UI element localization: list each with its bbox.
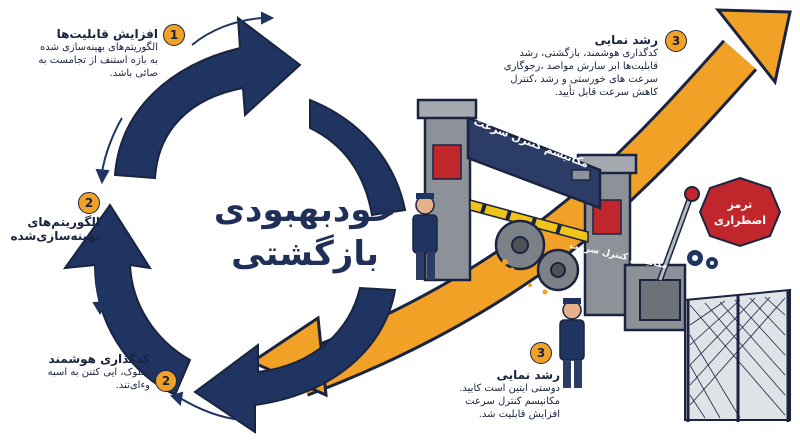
step-2: الگوریتم‌های بهینه‌سازی‌شده [0,215,100,243]
camera-icon [571,169,591,181]
step-badge-3b: 3 [530,342,552,364]
step-3-body-1: کدگذاری هوشمند، بازگشتی، رشد [519,48,658,59]
control-box [623,186,700,332]
step-badge-2: 2 [78,192,100,214]
thin-cycle-arrows [92,11,275,421]
fence [684,288,791,422]
step-3b-title: رشد نمایی [496,368,560,382]
guard-left [412,193,438,280]
step-2b-body-1: احلوک، ایی کتنن به اسبه [47,367,150,378]
step-3-body-3: سرعت های خورستی و رشد ،کنترل [510,74,658,85]
step-3b-body-3: افزایش قابلیت شد. [478,409,560,420]
step-3-body-4: کاهش سرعت قابل تأیید. [554,87,658,98]
lever-knob [684,186,700,202]
step-1-body-3: صائی باشد. [109,68,158,79]
center-title-line2: بازگشتی [231,234,379,274]
step-2b-body-2: و‌ءا‌ی‌تند. [115,380,150,391]
step-3b: رشد نمایی دوستی ایتین است کایید. مکانیسم… [420,368,560,421]
step-2b-title: کدگذاری هوشمند [48,352,150,366]
speed-control-gate [416,98,638,317]
step-1: افزایش قابلیت‌ها الگوریتم‌های بهینه‌سازی… [10,27,158,80]
step-3-title: رشد نمایی [594,33,658,47]
step-3: رشد نمایی کدگذاری هوشمند، بازگشتی، رشد ق… [488,33,658,99]
step-1-body-2: به بازه استنف از تجامست به [38,55,158,66]
emergency-brake-badge [698,176,782,248]
step-2-title-2: بهینه‌سازی‌شده [10,229,100,243]
center-title-line1: خودبهبودی [213,190,397,230]
step-3-body-2: قابلیت‌ها ابر سارش مواصد ،رجوگاری [503,61,658,72]
step-badge-1: 1 [163,24,185,46]
step-1-title: افزایش قابلیت‌ها [56,27,158,41]
emergency-brake-label-2: اضطراری [714,214,766,227]
sparks [496,259,548,295]
center-title: خودبهبودی بازگشتی [205,188,405,276]
step-2-title: الگوریتم‌های [27,215,100,229]
settings-gears-icon [687,250,718,269]
step-3b-body-2: مکانیسم کنترل سرعت [465,396,560,407]
step-badge-3: 3 [665,30,687,52]
step-3b-body-1: دوستی ایتین است کایید. [459,383,560,394]
step-badge-2b: 2 [155,370,177,392]
barrier-arm [469,199,589,243]
step-2b: کدگذاری هوشمند احلوک، ایی کتنن به اسبه و… [10,352,150,392]
emergency-brake-label: ترمز [727,198,753,211]
step-1-body-1: الگوریتم‌های بهینه‌سازی شده [39,42,158,53]
guard-right [559,298,585,388]
